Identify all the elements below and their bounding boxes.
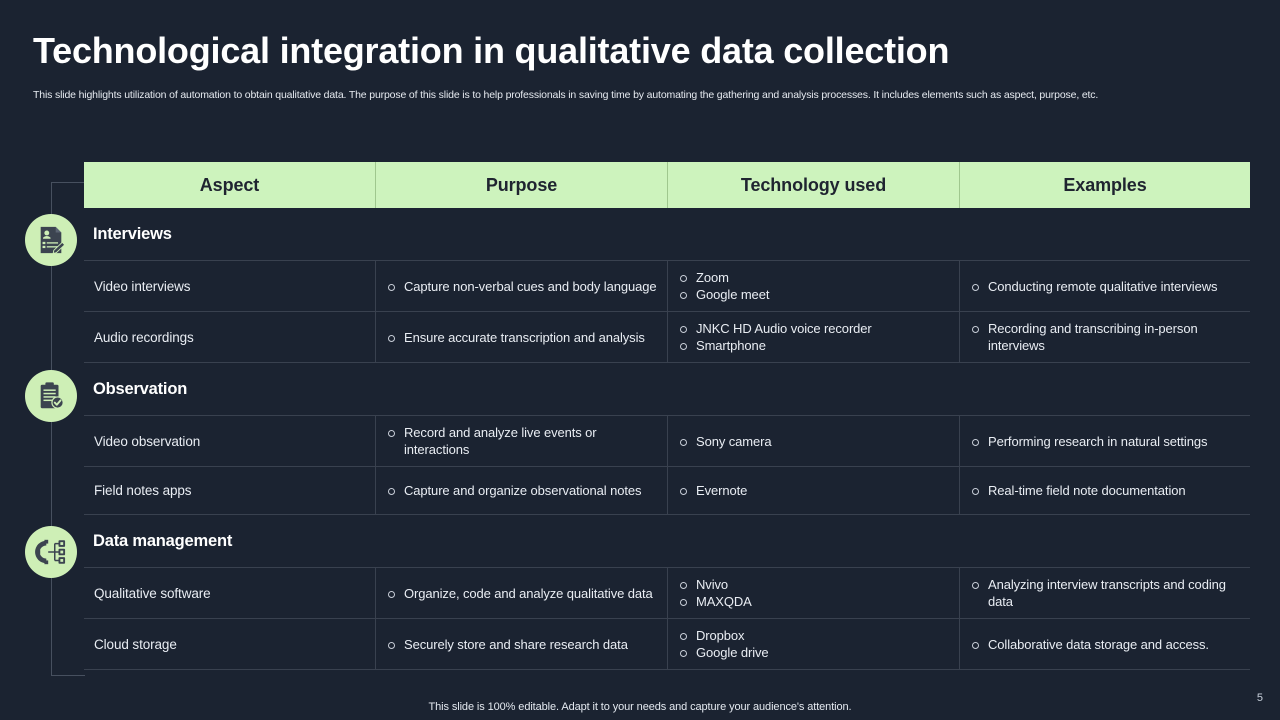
bullet-list: Capture and organize observational notes [386,482,657,499]
section-title: Data management [93,531,233,550]
list-item: Conducting remote qualitative interviews [970,278,1240,295]
column-header-purpose: Purpose [376,162,668,208]
document-pen-icon [25,214,77,266]
table-row: Cloud storage Securely store and share r… [84,619,1250,670]
cell-purpose: Ensure accurate transcription and analys… [376,312,668,362]
bullet-list: Collaborative data storage and access. [970,636,1240,653]
list-item: MAXQDA [678,593,949,610]
cell-examples: Conducting remote qualitative interviews [960,261,1250,311]
bullet-list: Recording and transcribing in-person int… [970,320,1240,354]
bullet-list: Sony camera [678,433,949,450]
cell-technology: JNKC HD Audio voice recorder Smartphone [668,312,960,362]
page-subtitle: This slide highlights utilization of aut… [33,89,1099,101]
connector-branch-top [51,182,85,183]
list-item: Securely store and share research data [386,636,657,653]
cell-technology: Sony camera [668,416,960,466]
column-header-examples: Examples [1063,174,1147,195]
cell-technology: Evernote [668,467,960,514]
table-header-row: Aspect Purpose Technology used Examples [84,162,1250,208]
cell-aspect: Audio recordings [84,312,376,362]
cell-purpose: Capture and organize observational notes [376,467,668,514]
cell-aspect: Video observation [84,416,376,466]
column-header-aspect: Aspect [84,162,376,208]
table-row: Video observation Record and analyze liv… [84,416,1250,467]
table-row: Audio recordings Ensure accurate transcr… [84,312,1250,363]
list-item: Recording and transcribing in-person int… [970,320,1240,354]
section-title: Observation [93,379,188,398]
bullet-list: Analyzing interview transcripts and codi… [970,576,1240,610]
bullet-list: Record and analyze live events or intera… [386,424,657,458]
cell-examples: Recording and transcribing in-person int… [960,312,1250,362]
list-item: Performing research in natural settings [970,433,1240,450]
cell-purpose: Capture non-verbal cues and body languag… [376,261,668,311]
bullet-list: Securely store and share research data [386,636,657,653]
bullet-list: JNKC HD Audio voice recorder Smartphone [678,320,949,354]
bullet-list: Real-time field note documentation [970,482,1240,499]
cell-aspect: Cloud storage [84,619,376,669]
list-item: Evernote [678,482,949,499]
table-row: Field notes apps Capture and organize ob… [84,467,1250,515]
list-item: Analyzing interview transcripts and codi… [970,576,1240,610]
list-item: JNKC HD Audio voice recorder [678,320,949,337]
page-number: 5 [1256,692,1263,704]
list-item: Capture and organize observational notes [386,482,657,499]
list-item: Google drive [678,644,949,661]
cell-examples: Collaborative data storage and access. [960,619,1250,669]
connector-branch-bottom [51,675,85,676]
cell-aspect: Video interviews [84,261,376,311]
bullet-list: Dropbox Google drive [678,627,949,661]
list-item: Smartphone [678,337,949,354]
cell-purpose: Record and analyze live events or intera… [376,416,668,466]
comparison-table: Aspect Purpose Technology used Examples … [84,162,1250,670]
section-header-row: Interviews [84,208,1250,261]
table-row: Video interviews Capture non-verbal cues… [84,261,1250,312]
bullet-list: Performing research in natural settings [970,433,1240,450]
list-item: Zoom [678,269,949,286]
clipboard-check-icon [25,370,77,422]
cell-purpose: Organize, code and analyze qualitative d… [376,568,668,618]
table-row: Qualitative software Organize, code and … [84,568,1250,619]
footer-note: This slide is 100% editable. Adapt it to… [428,701,852,713]
list-item: Ensure accurate transcription and analys… [386,329,657,346]
page-title: Technological integration in qualitative… [33,30,950,71]
section-header-row: Observation [84,363,1250,416]
list-item: Dropbox [678,627,949,644]
bullet-list: Conducting remote qualitative interviews [970,278,1240,295]
list-item: Google meet [678,286,949,303]
column-header-technology: Technology used [668,162,960,208]
list-item: Nvivo [678,576,949,593]
bullet-list: Zoom Google meet [678,269,949,303]
list-item: Collaborative data storage and access. [970,636,1240,653]
cell-aspect: Qualitative software [84,568,376,618]
list-item: Sony camera [678,433,949,450]
section-header-row: Data management [84,515,1250,568]
list-item: Capture non-verbal cues and body languag… [386,278,657,295]
cell-examples: Real-time field note documentation [960,467,1250,514]
bullet-list: Organize, code and analyze qualitative d… [386,585,657,602]
cell-aspect: Field notes apps [84,467,376,514]
list-item: Organize, code and analyze qualitative d… [386,585,657,602]
bullet-list: Capture non-verbal cues and body languag… [386,278,657,295]
gear-data-nodes-icon [25,526,77,578]
cell-purpose: Securely store and share research data [376,619,668,669]
list-item: Record and analyze live events or intera… [386,424,657,458]
bullet-list: Ensure accurate transcription and analys… [386,329,657,346]
list-item: Real-time field note documentation [970,482,1240,499]
section-title: Interviews [93,224,172,243]
cell-examples: Analyzing interview transcripts and codi… [960,568,1250,618]
cell-technology: Nvivo MAXQDA [668,568,960,618]
connector-rail [51,182,52,675]
cell-technology: Dropbox Google drive [668,619,960,669]
bullet-list: Evernote [678,482,949,499]
bullet-list: Nvivo MAXQDA [678,576,949,610]
cell-technology: Zoom Google meet [668,261,960,311]
cell-examples: Performing research in natural settings [960,416,1250,466]
